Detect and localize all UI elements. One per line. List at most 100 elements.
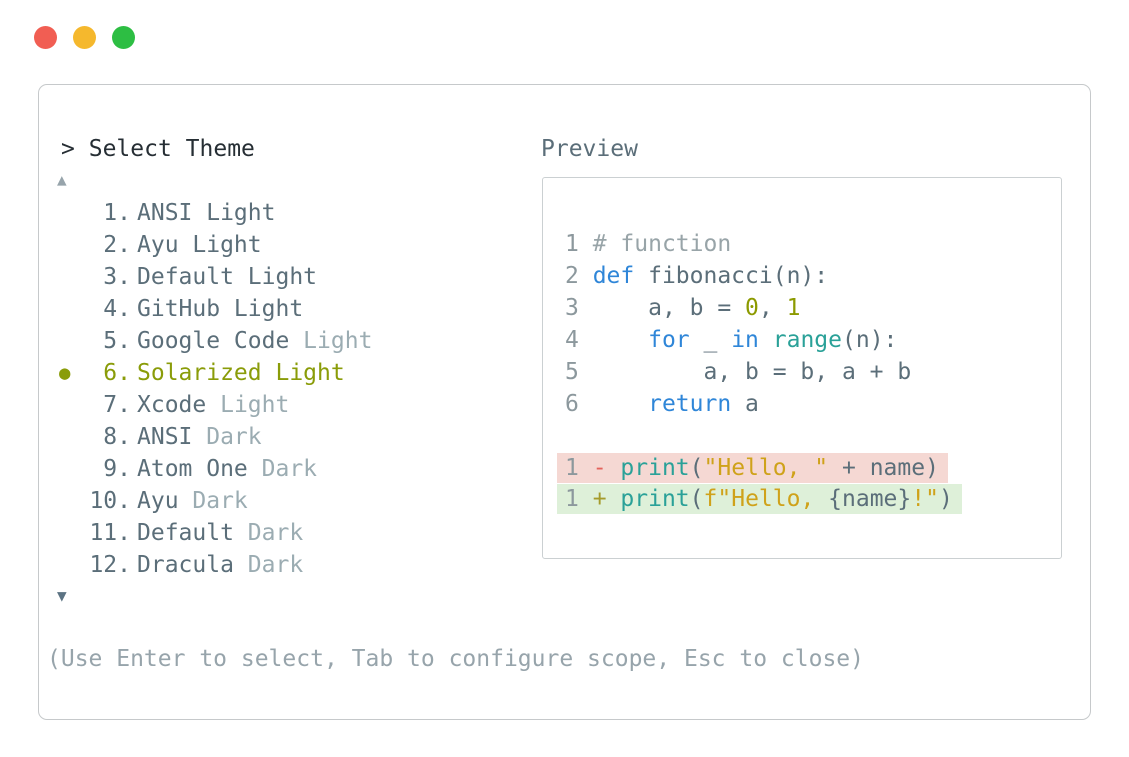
close-button[interactable]	[34, 26, 57, 49]
scroll-down-indicator[interactable]: ▼	[57, 581, 67, 613]
selected-dot-icon	[47, 453, 89, 485]
window-controls	[34, 26, 135, 49]
item-label: Google Code	[137, 328, 290, 354]
line-number: 3	[565, 295, 593, 321]
selected-dot-icon	[47, 325, 89, 357]
theme-list-item[interactable]: 10.Ayu Dark	[39, 485, 539, 517]
code-token-kw: return	[648, 391, 732, 417]
code-token-plain: (	[689, 455, 704, 481]
theme-list-item[interactable]: 3.Default Light	[39, 261, 539, 293]
code-token-plain	[593, 391, 648, 417]
preview-label: Preview	[541, 136, 638, 162]
item-label: Ayu Light	[137, 232, 262, 258]
item-label: ANSI	[137, 424, 193, 450]
triangle-up-icon: ▲	[57, 170, 67, 189]
code-token-plain: {name}	[828, 486, 912, 512]
item-number: 8.	[103, 424, 131, 450]
code-token-str: f"Hello,	[703, 486, 829, 512]
item-suffix: Dark	[233, 520, 304, 546]
code-token-comment: # function	[592, 231, 732, 257]
item-number: 7.	[103, 392, 131, 418]
line-number: 1	[565, 486, 593, 512]
theme-list-item[interactable]: 12.Dracula Dark	[39, 549, 539, 581]
line-number: 1	[565, 231, 593, 257]
item-label: Dracula	[137, 552, 234, 578]
code-line: 5 a, b = b, a + b	[565, 356, 1061, 388]
code-token-plain: (n):	[842, 327, 898, 353]
code-line: 2 def fibonacci(n):	[565, 260, 1061, 292]
footer-hint: (Use Enter to select, Tab to configure s…	[47, 646, 864, 672]
theme-list-item[interactable]: ●6.Solarized Light	[39, 357, 539, 389]
code-token-str: "Hello, "	[703, 455, 829, 481]
code-token-fn: print	[620, 486, 690, 512]
item-label: ANSI Light	[137, 200, 276, 226]
code-token-fn: range	[772, 327, 842, 353]
line-number: 6	[565, 391, 593, 417]
item-label: Default	[137, 520, 234, 546]
code-token-plain: a	[731, 391, 759, 417]
minimize-button[interactable]	[73, 26, 96, 49]
code-token-plain: a, b = b, a + b	[592, 359, 912, 385]
code-token-plain: + name)	[828, 455, 939, 481]
item-number: 11.	[89, 520, 131, 546]
page-title: Select Theme	[88, 136, 255, 162]
item-number: 12.	[89, 552, 131, 578]
theme-list-item[interactable]: 11.Default Dark	[39, 517, 539, 549]
code-token-kw: def	[592, 263, 635, 289]
selected-dot-icon: ●	[59, 362, 71, 384]
item-suffix: Dark	[247, 456, 318, 482]
item-number: 9.	[103, 456, 131, 482]
theme-list-item[interactable]: 8.ANSI Dark	[39, 421, 539, 453]
item-label: Ayu	[137, 488, 179, 514]
code-token-plus: +	[592, 486, 607, 512]
code-token-plain: _	[689, 327, 732, 353]
theme-list-item[interactable]: 9.Atom One Dark	[39, 453, 539, 485]
item-number: 1.	[103, 200, 131, 226]
code-token-plain: a, b =	[592, 295, 746, 321]
code-token-plain: fibonacci(n):	[634, 263, 829, 289]
item-suffix: Dark	[233, 552, 304, 578]
code-line: 6 return a	[565, 388, 1061, 420]
code-line: 4 for _ in range(n):	[565, 324, 1061, 356]
zoom-button[interactable]	[112, 26, 135, 49]
theme-list-item[interactable]: 5.Google Code Light	[39, 325, 539, 357]
item-number: 5.	[103, 328, 131, 354]
selected-dot-icon	[47, 549, 89, 581]
scroll-up-indicator[interactable]: ▲	[57, 165, 67, 197]
selected-dot-icon	[47, 197, 89, 229]
item-suffix: Dark	[178, 488, 248, 514]
selected-dot-icon	[47, 421, 89, 453]
code-token-kw: for	[648, 327, 690, 353]
item-suffix: Light	[289, 328, 373, 354]
theme-list-item[interactable]: 1.ANSI Light	[39, 197, 539, 229]
item-number: 10.	[89, 488, 131, 514]
code-token-plain	[607, 455, 621, 481]
item-label: Xcode	[137, 392, 207, 418]
code-token-plain	[593, 327, 648, 353]
selected-dot-icon	[47, 517, 89, 549]
item-number: 3.	[103, 264, 131, 290]
item-number: 2.	[103, 232, 131, 258]
item-suffix: Dark	[192, 424, 262, 450]
item-label: Atom One	[137, 456, 248, 482]
code-line: 3 a, b = 0, 1	[565, 292, 1061, 324]
selected-dot-icon	[47, 261, 89, 293]
theme-list-item[interactable]: 2.Ayu Light	[39, 229, 539, 261]
item-suffix: Light	[206, 392, 290, 418]
theme-list-item[interactable]: 4.GitHub Light	[39, 293, 539, 325]
code-line	[565, 420, 1061, 452]
code-line-removed: 1 - print("Hello, " + name)	[557, 453, 948, 483]
code-token-plain: ,	[758, 295, 787, 321]
code-token-plain	[607, 486, 621, 512]
code-token-str: !"	[911, 486, 939, 512]
theme-list-item[interactable]: 7.Xcode Light	[39, 389, 539, 421]
code-token-plain: (	[689, 486, 704, 512]
header: > Select Theme	[61, 133, 255, 165]
line-number: 2	[565, 263, 593, 289]
line-number: 5	[565, 359, 593, 385]
code-token-fn: print	[620, 455, 690, 481]
selected-dot-icon	[47, 293, 89, 325]
